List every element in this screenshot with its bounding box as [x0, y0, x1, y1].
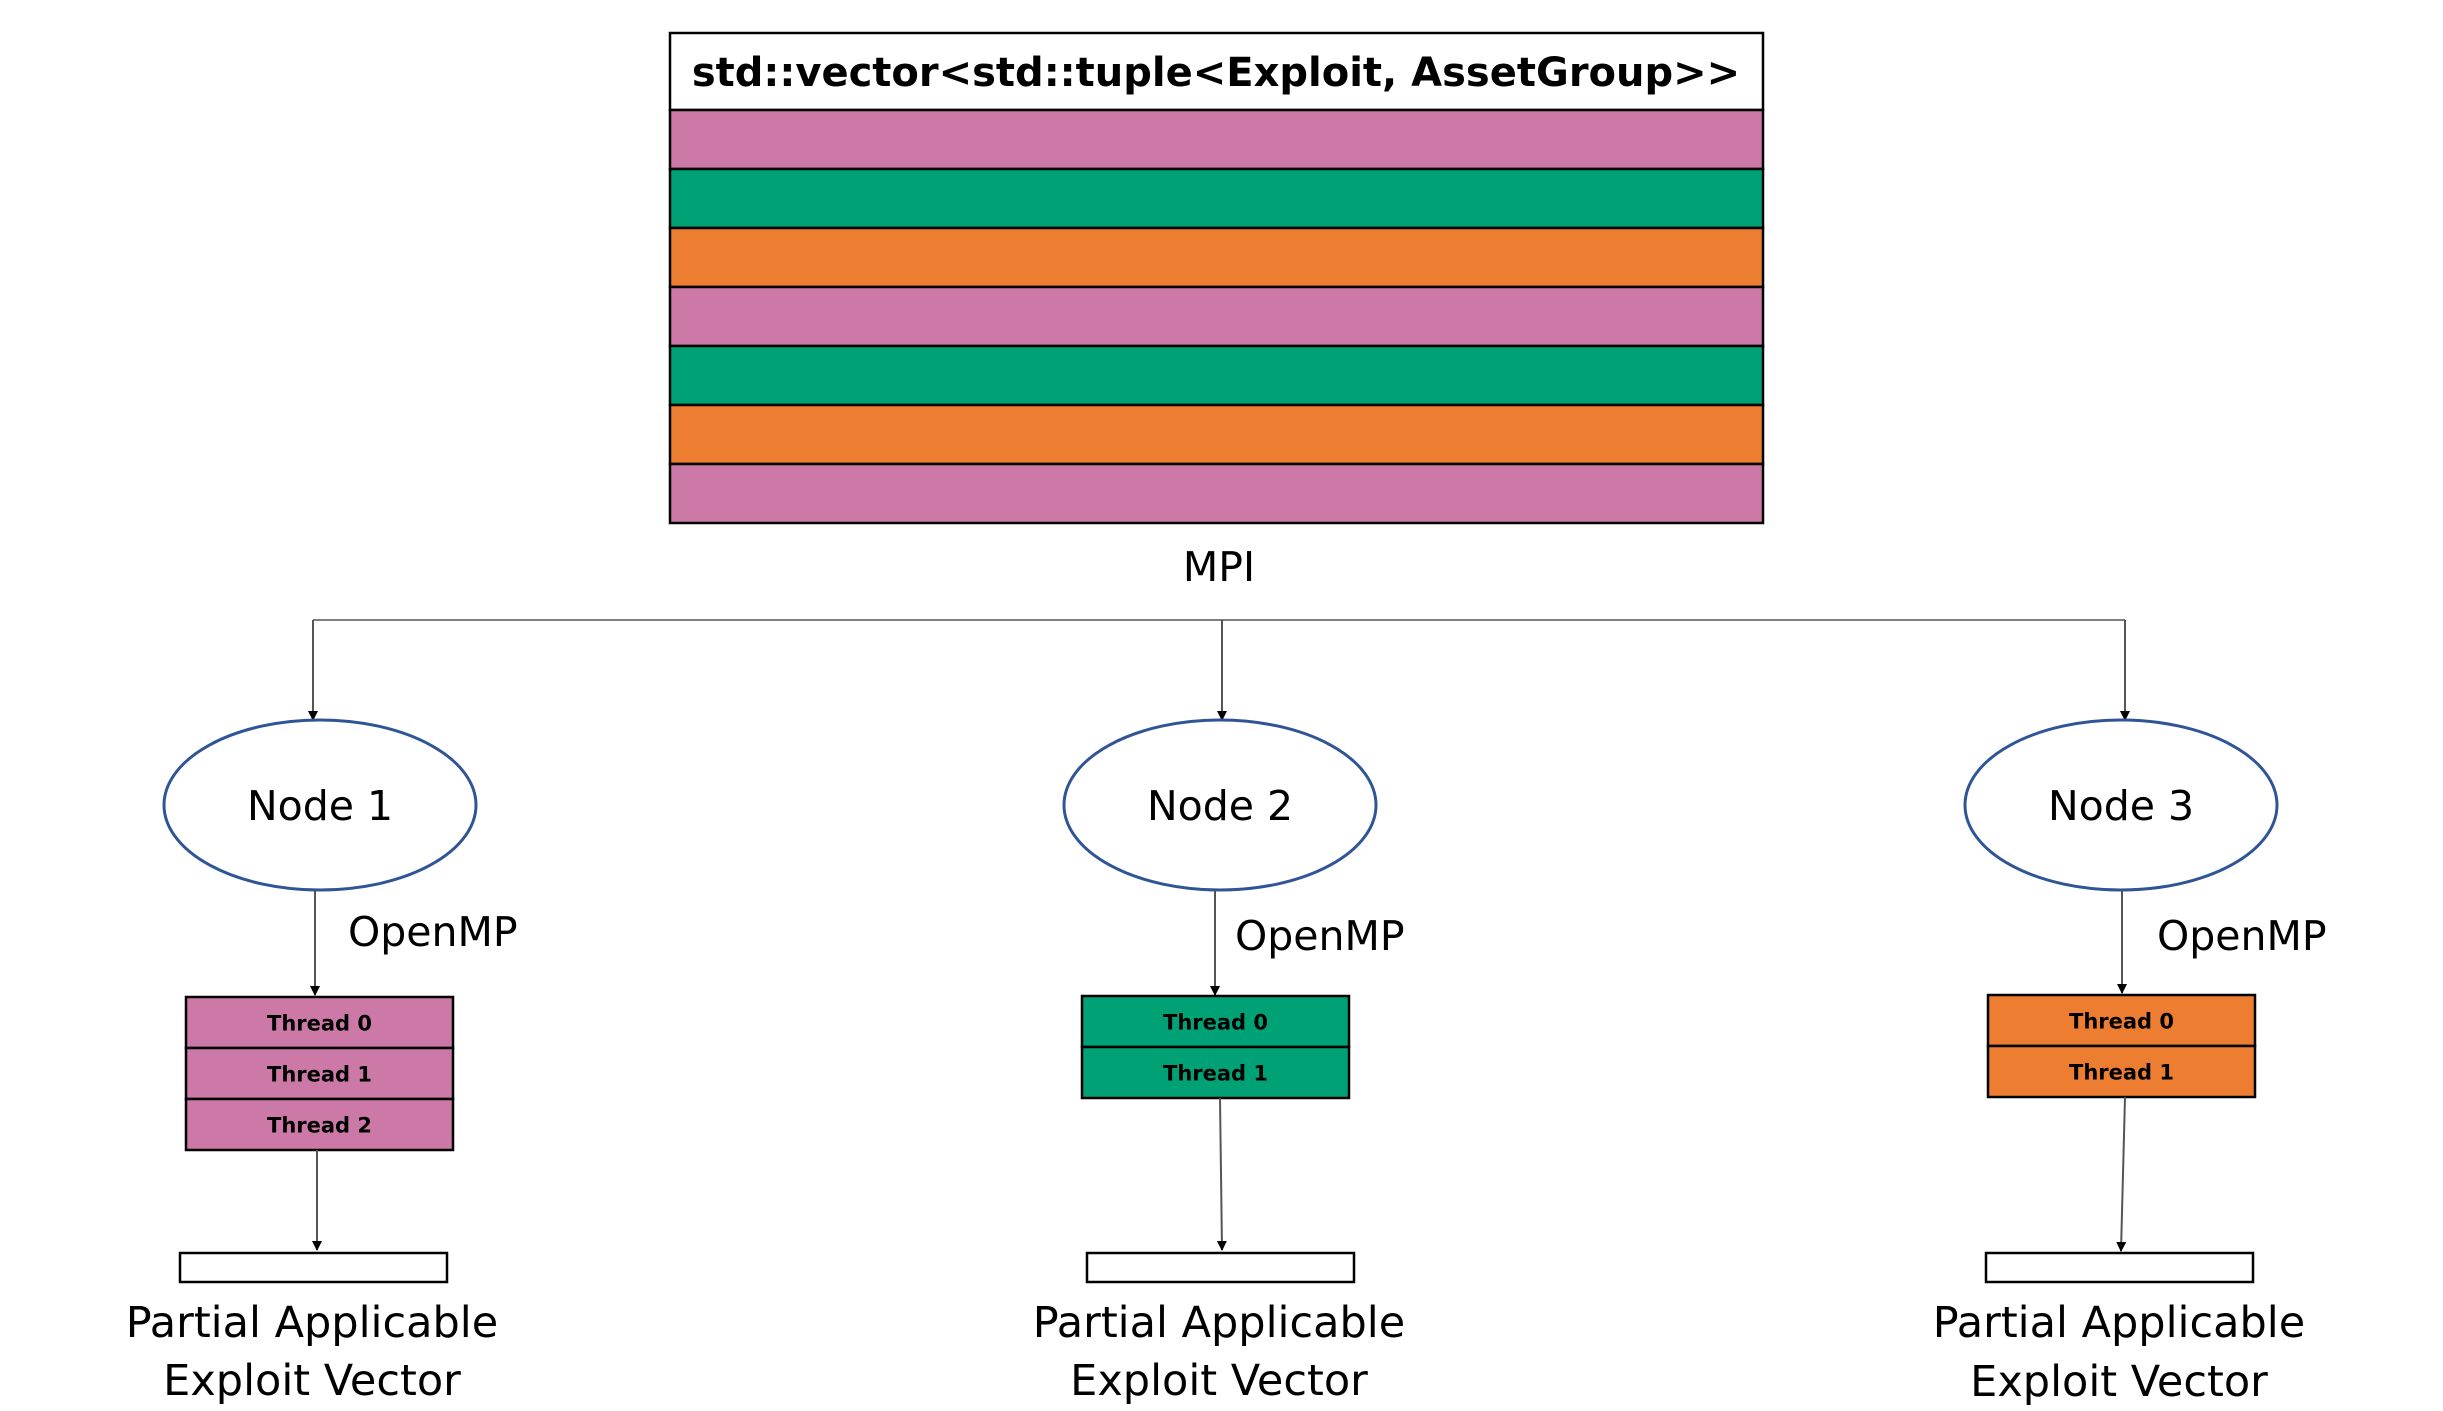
vector-row-5 — [668, 344, 1765, 407]
node-1-thread-1-label: Thread 1 — [267, 1063, 372, 1087]
vector-row-1 — [668, 108, 1765, 171]
node-1-thread-0-label: Thread 0 — [267, 1012, 372, 1036]
vector-row-2 — [668, 167, 1765, 230]
node-2-openmp-label: OpenMP — [1235, 912, 1405, 960]
node-1-thread-2-cell — [184, 1097, 455, 1152]
vector-row-4 — [668, 285, 1765, 348]
tuple-vector: std::vector<std::tuple<Exploit, AssetGro… — [668, 31, 1765, 525]
node-1-ellipse — [162, 718, 478, 892]
node-2-thread-stack: Thread 0 Thread 1 — [1080, 994, 1351, 1100]
mpi-connectors — [308, 619, 2130, 721]
mpi-label: MPI — [1183, 543, 1255, 591]
node-column-1: Node 1 OpenMP Thread 0 Thread 1 Thread 2 P… — [126, 718, 518, 1406]
output-arrow-node-3 — [2116, 1096, 2127, 1252]
node-3-openmp-label: OpenMP — [2157, 912, 2327, 960]
node-2-thread-0-cell — [1080, 994, 1351, 1049]
node-3-thread-stack: Thread 0 Thread 1 — [1986, 993, 2257, 1099]
node-3-label: Node 3 — [2048, 782, 2194, 830]
node-column-3: Node 3 OpenMP Thread 0 Thread 1 Partial A… — [1933, 718, 2327, 1407]
node-3-thread-1-cell — [1986, 1044, 2257, 1099]
vector-row-7 — [668, 462, 1765, 525]
node-3-thread-0-label: Thread 0 — [2069, 1010, 2174, 1034]
node-2-output-line2: Exploit Vector — [1070, 1356, 1368, 1406]
vector-header-cell — [668, 31, 1765, 112]
vector-rows — [668, 108, 1765, 525]
node-1-thread-2-label: Thread 2 — [267, 1114, 372, 1138]
node-2-thread-0-label: Thread 0 — [1163, 1011, 1268, 1035]
output-arrow-node-2 — [1216, 1097, 1227, 1251]
vector-row-3 — [668, 226, 1765, 289]
node-3-output-line2: Exploit Vector — [1970, 1357, 2268, 1407]
node-1-thread-1-cell — [184, 1046, 455, 1101]
node-1-openmp-label: OpenMP — [348, 908, 518, 956]
node-3-output-line1: Partial Applicable — [1933, 1298, 2305, 1348]
node-2-thread-1-cell — [1080, 1045, 1351, 1100]
node-1-output-line1: Partial Applicable — [126, 1298, 498, 1348]
node-3-thread-0-cell — [1986, 993, 2257, 1048]
node-2-thread-1-label: Thread 1 — [1163, 1062, 1268, 1086]
partial-vector-box-2 — [1085, 1251, 1356, 1284]
partial-vector-box-3 — [1984, 1251, 2255, 1284]
node-1-output-line2: Exploit Vector — [163, 1356, 461, 1406]
partial-vector-box-1 — [178, 1251, 449, 1284]
vector-title: std::vector<std::tuple<Exploit, AssetGro… — [692, 50, 1740, 96]
node-2-label: Node 2 — [1147, 782, 1293, 830]
node-2-ellipse — [1062, 718, 1378, 892]
vector-row-6 — [668, 403, 1765, 466]
node-column-2: Node 2 OpenMP Thread 0 Thread 1 Partial A… — [1033, 718, 1405, 1406]
node-1-thread-stack: Thread 0 Thread 1 Thread 2 — [184, 995, 455, 1152]
node-2-output-line1: Partial Applicable — [1033, 1298, 1405, 1348]
node-1-label: Node 1 — [247, 782, 393, 830]
node-3-thread-1-label: Thread 1 — [2069, 1061, 2174, 1085]
